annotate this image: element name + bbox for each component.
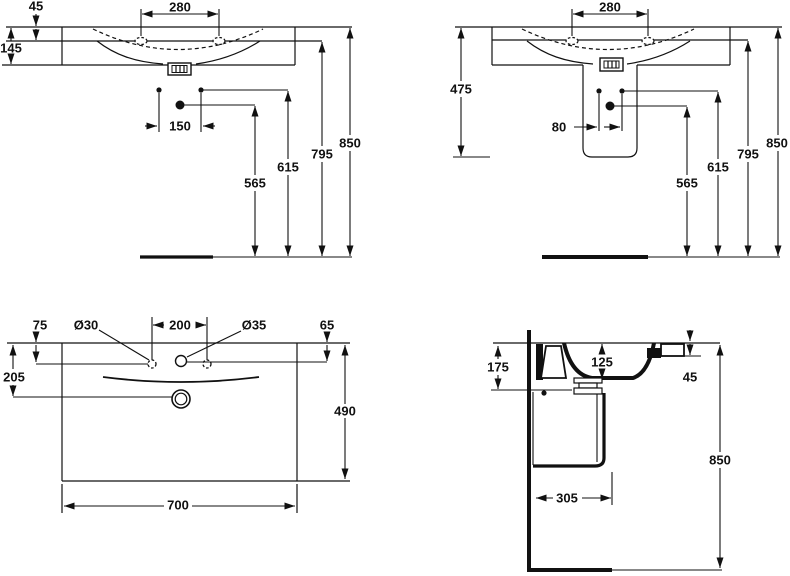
bowl-hidden-edge [521, 28, 695, 51]
dim-125: 125 [591, 344, 613, 379]
dim-490: 490 [334, 345, 356, 479]
dim-850: 850 [766, 28, 788, 256]
tap-hole-right [641, 36, 655, 46]
side-section-view: 175 125 45 305 850 [487, 330, 731, 572]
dim-615: 615 [707, 92, 729, 256]
dim-565: 565 [244, 106, 266, 256]
front-pedestal-view: 280 475 80 565 615 795 [450, 0, 788, 259]
tap-hole-left [565, 36, 579, 46]
dim-850: 850 [339, 28, 361, 256]
dim-280: 280 [573, 0, 647, 18]
dim-565: 565 [676, 107, 698, 256]
extension-lines [453, 9, 718, 158]
tap-hole-left [134, 36, 148, 46]
reference-lines [13, 317, 327, 398]
dim-75-label: 75 [33, 318, 47, 333]
dim-850-label: 850 [339, 136, 361, 151]
dim-dia35-label: Ø35 [242, 318, 267, 333]
dim-565-label: 565 [244, 176, 266, 191]
tap-hole-left [147, 359, 157, 369]
dim-615: 615 [277, 91, 299, 256]
dim-850-label: 850 [709, 453, 731, 468]
dim-145-label: 145 [0, 41, 22, 56]
dim-175-label: 175 [487, 360, 509, 375]
waste-dot [605, 101, 615, 111]
fixing-dot-left [156, 87, 162, 93]
rim-front-solid [647, 348, 661, 358]
reference-lines [491, 355, 701, 505]
semi-pedestal-outline [582, 65, 638, 158]
bowl-front-edge [526, 40, 691, 65]
dim-45: 45 [683, 330, 697, 385]
dim-45: 45 [29, 0, 43, 40]
dim-850: 850 [709, 345, 731, 568]
fixing-dot-right [619, 88, 625, 94]
fixing-dot-right [198, 87, 204, 93]
dim-200: 200 [153, 318, 206, 333]
dim-475-label: 475 [450, 82, 472, 97]
rim-front-hollow [660, 343, 685, 357]
waste-dot [175, 100, 185, 110]
fixing-dot-left [596, 88, 602, 94]
dim-65-label: 65 [320, 318, 334, 333]
basin-outline [455, 26, 782, 66]
dim-75: 75 [32, 318, 47, 362]
basin-outline [2, 26, 352, 66]
dim-125-label: 125 [591, 355, 613, 370]
tap-boss-section [539, 345, 568, 379]
extension-lines [140, 9, 288, 132]
dim-80-label: 80 [552, 120, 566, 135]
dim-615-label: 615 [277, 160, 299, 175]
dim-490-label: 490 [334, 404, 356, 419]
dim-700: 700 [64, 498, 295, 513]
waste-grate [599, 57, 624, 72]
dim-305-label: 305 [556, 491, 578, 506]
dim-280-label: 280 [169, 0, 191, 15]
tap-hole-right [202, 359, 212, 369]
waste-grate [167, 62, 192, 76]
fixing-dot [541, 390, 547, 396]
dim-280: 280 [142, 0, 218, 18]
dim-dia30-label: Ø30 [74, 318, 99, 333]
dim-150: 150 [145, 119, 215, 134]
tap-hole-centre [174, 354, 188, 368]
dim-175: 175 [487, 346, 509, 389]
dim-795: 795 [311, 42, 333, 256]
dim-795-label: 795 [311, 147, 333, 162]
leader-lines [98, 329, 242, 361]
dim-205: 205 [3, 345, 25, 396]
dim-615-label: 615 [707, 160, 729, 175]
tap-hole-right [212, 36, 226, 46]
plan-view: 75 Ø30 200 Ø35 65 205 490 700 [3, 317, 356, 513]
dim-795-label: 795 [737, 147, 759, 162]
dim-200-label: 200 [169, 318, 191, 333]
bowl-front-edge [102, 376, 260, 383]
dim-80: 80 [552, 120, 620, 135]
dim-150-label: 150 [169, 119, 191, 134]
dim-850-label: 850 [766, 136, 788, 151]
dim-145: 145 [0, 28, 22, 64]
dim-565-label: 565 [676, 176, 698, 191]
dim-45-label: 45 [683, 370, 697, 385]
pedestal-section [533, 393, 606, 468]
overflow-stack [573, 377, 603, 395]
dim-45-label: 45 [29, 0, 43, 14]
dim-700-label: 700 [167, 498, 189, 513]
dim-795: 795 [737, 41, 759, 256]
dim-475: 475 [450, 28, 472, 156]
front-elevation-view: 280 45 145 150 565 615 [0, 0, 361, 259]
dim-280-label: 280 [599, 0, 621, 15]
bowl-hidden-edge [92, 28, 264, 51]
dim-305: 305 [536, 491, 611, 506]
waste-outlet-inner [174, 392, 188, 406]
dim-205-label: 205 [3, 370, 25, 385]
dim-65: 65 [320, 318, 334, 361]
back-deck-section [536, 344, 543, 380]
bowl-front-edge [96, 40, 261, 65]
basin-plan-outline [7, 342, 350, 513]
